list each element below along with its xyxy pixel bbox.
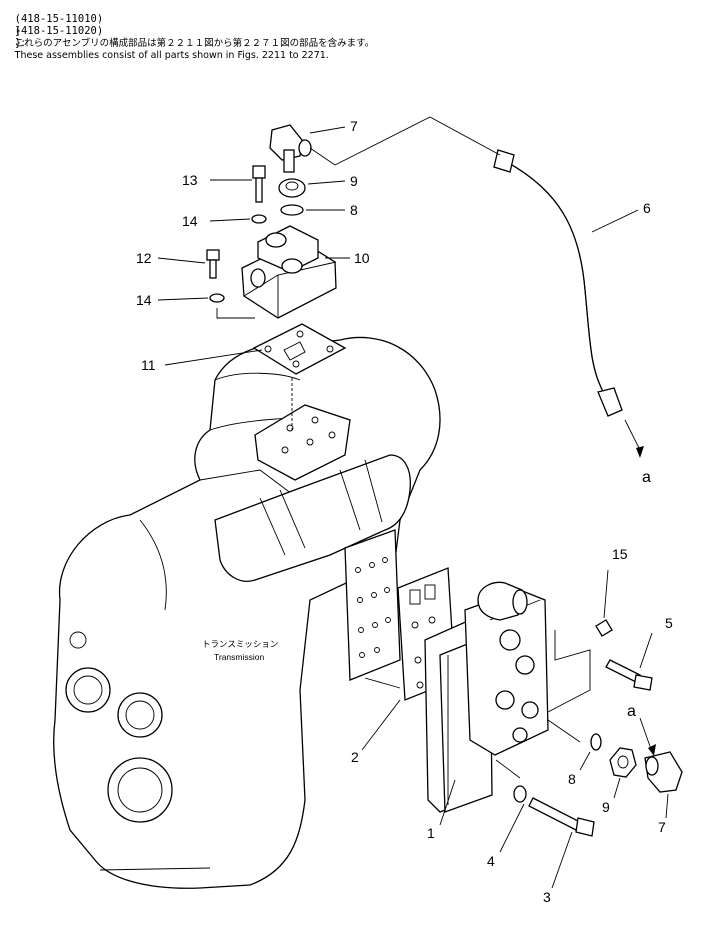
washer-part-4 [513, 785, 527, 803]
callout-3: 3 [543, 889, 551, 905]
washer-part-14-a [251, 214, 267, 224]
japanese-note: これらのアセンブリの構成部品は第２２１１図から第２２７１図の部品を含みます。 [14, 38, 375, 49]
plug-part-15 [595, 619, 613, 637]
gasket-part-11 [252, 323, 347, 375]
washer-guide-line [495, 759, 521, 779]
part-number-ref-2: (418-15-11020) [14, 25, 104, 37]
hose-end-arrowhead [636, 446, 644, 458]
transmission-housing [53, 336, 441, 889]
fitting-a-arrow-line [639, 717, 653, 753]
callout-12: 12 [136, 250, 152, 266]
washer-part-14-b [209, 293, 225, 303]
o-ring-guide-line [547, 719, 581, 743]
bolt-part-13 [252, 165, 266, 203]
callout-4: 4 [487, 853, 495, 869]
callout-2: 2 [351, 749, 359, 765]
brace-2: }: [14, 37, 25, 49]
part-number-ref-1: (418-15-11010) [14, 13, 104, 25]
callout-14-upper: 14 [182, 213, 198, 229]
fitting-route-line [547, 630, 591, 713]
bolt-part-5 [605, 659, 653, 691]
control-valve-part-1 [424, 581, 549, 813]
callout-8-bottom: 8 [568, 771, 576, 787]
callout-8-top: 8 [350, 202, 358, 218]
nut-part-9-bottom [609, 747, 637, 778]
english-note: These assemblies consist of all parts sh… [14, 50, 329, 61]
hose-end-arrow-line [624, 419, 641, 451]
brace-1: } [14, 25, 22, 37]
callout-1: 1 [427, 825, 435, 841]
leader-lines [157, 126, 669, 889]
callout-14-lower: 14 [136, 292, 152, 308]
callout-11: 11 [141, 357, 156, 373]
callout-10: 10 [354, 250, 370, 266]
o-ring-part-8-top [280, 204, 304, 216]
gasket-guide-line [364, 677, 401, 689]
callout-7-top: 7 [350, 118, 358, 134]
callout-9-top: 9 [350, 173, 358, 189]
transmission-label-ja: トランスミッション [202, 639, 278, 649]
bolt-part-12 [206, 249, 220, 279]
bolt-part-3 [528, 797, 595, 837]
callout-9-bottom: 9 [602, 799, 610, 815]
callout-13: 13 [182, 172, 198, 188]
header-line-1: (418-15-11010) } これらのアセンブリの構成部品は第２２１１図から… [2, 1, 375, 50]
callout-6: 6 [643, 200, 651, 216]
callout-5: 5 [665, 615, 673, 631]
elbow-fitting-part-7-top [269, 124, 312, 173]
elbow-fitting-part-7-bottom [644, 751, 683, 793]
nut-part-9-top [278, 178, 306, 198]
transmission-label-en: Transmission [214, 652, 264, 662]
mount-guide-line-left [216, 308, 255, 319]
valve-block-part-10 [241, 225, 337, 319]
fitting-a-arrowhead [648, 744, 656, 756]
fitting-marker-a: a [627, 703, 636, 720]
callout-15: 15 [612, 546, 628, 562]
hose-end-marker-a: a [642, 469, 651, 486]
hose-route-line-top [309, 116, 501, 166]
callout-7-bottom: 7 [658, 819, 666, 835]
o-ring-part-8-bottom [590, 733, 602, 751]
header-line-2: (418-15-11020) }: These assemblies consi… [2, 13, 329, 62]
hose-part-6 [493, 149, 623, 417]
